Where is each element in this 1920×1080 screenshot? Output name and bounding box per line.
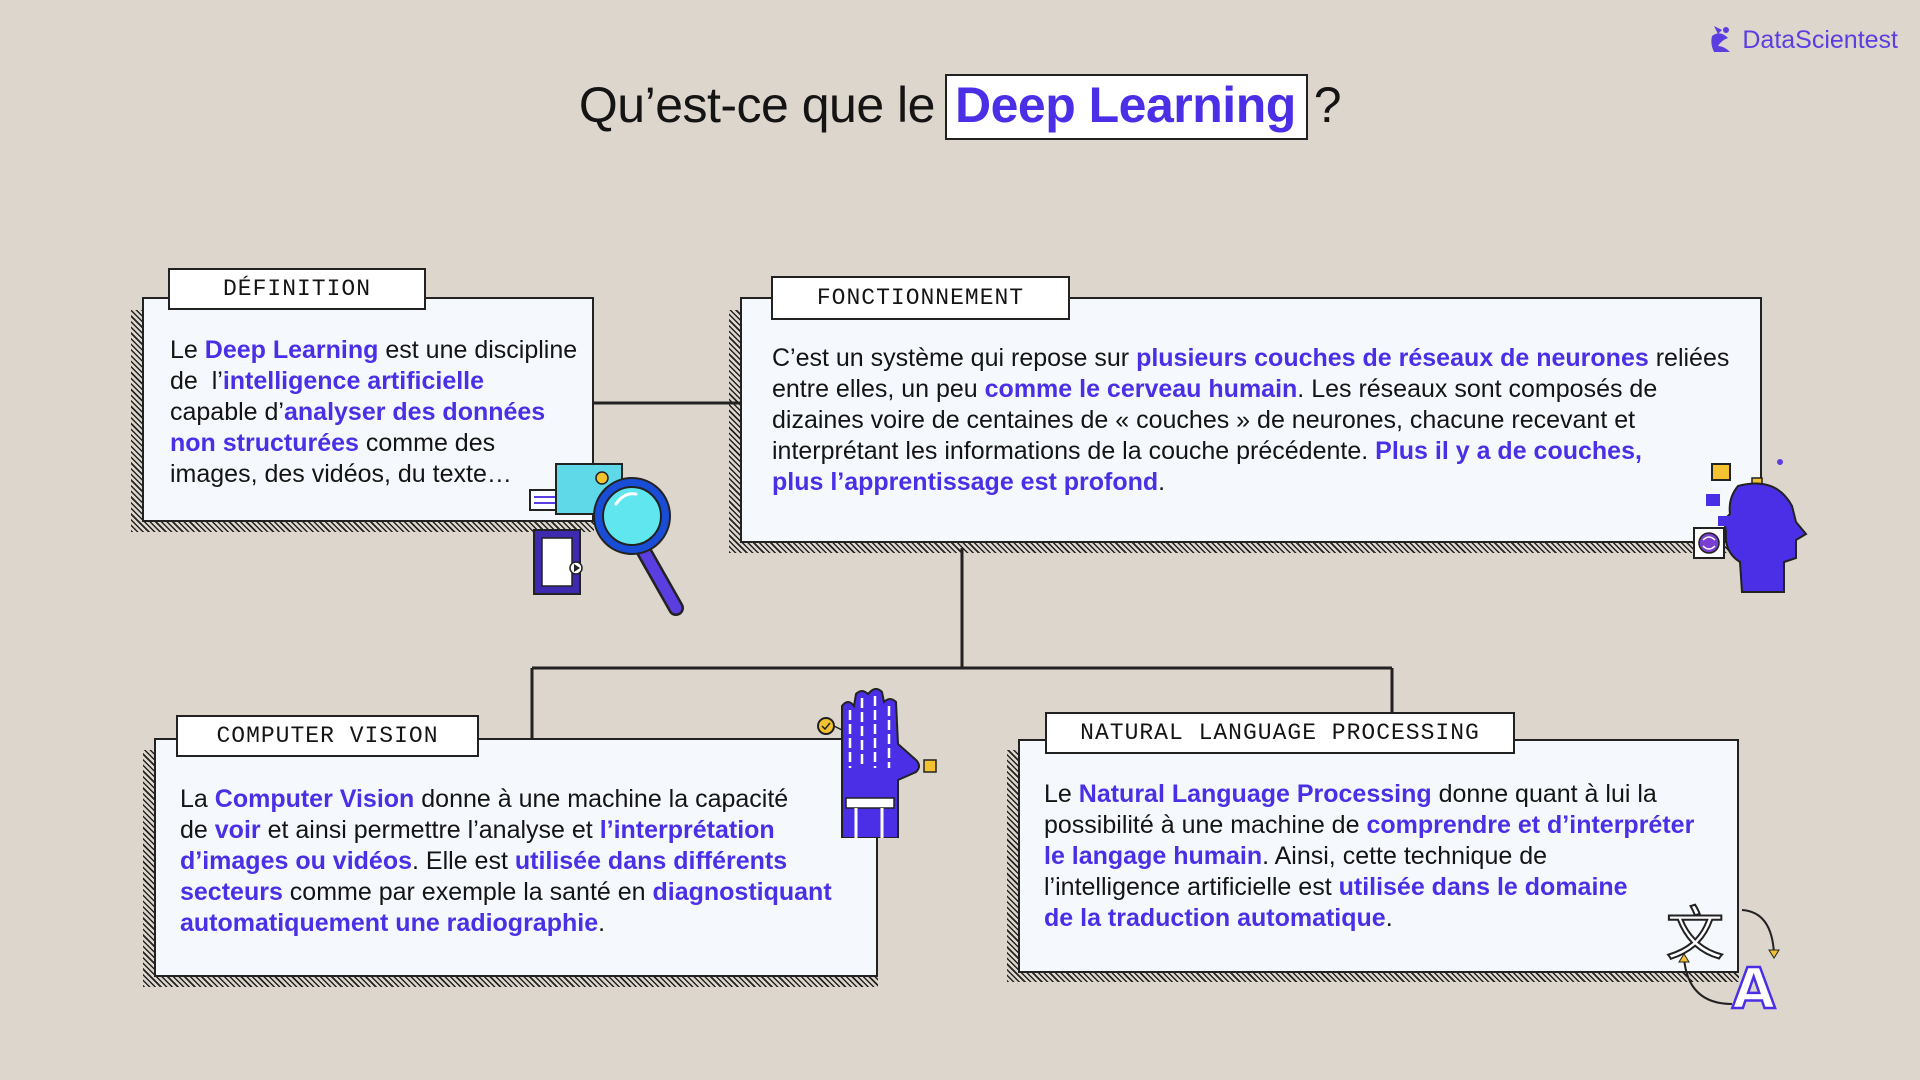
body-text: entre elles, un peu [772, 375, 985, 403]
highlight-text: intelligence artificielle [222, 367, 485, 395]
body-text: . [598, 909, 606, 937]
body-text: images, des vidéos, du texte… [170, 460, 512, 488]
highlight-text: Natural Language Processing [1078, 780, 1432, 808]
text-line: entre elles, un peu comme le cerveau hum… [772, 374, 1762, 405]
text-line: Le Natural Language Processing donne qua… [1044, 779, 1734, 810]
nlp-box: Le Natural Language Processing donne qua… [1018, 739, 1739, 973]
text-line: plus l’apprentissage est profond. [772, 467, 1762, 498]
body-text: C’est un système qui repose sur [772, 344, 1137, 372]
text-line: le langage humain. Ainsi, cette techniqu… [1044, 841, 1734, 872]
highlight-text: l’interprétation [599, 816, 775, 844]
title-highlight: Deep Learning [944, 74, 1308, 140]
text-line: Le Deep Learning est une discipline [170, 335, 590, 366]
text-line: l’intelligence artificielle est utilisée… [1044, 872, 1734, 903]
highlight-text: comprendre et d’interpréter [1366, 811, 1695, 839]
title-suffix: ? [1313, 77, 1342, 133]
text-line: secteurs comme par exemple la santé en d… [180, 877, 880, 908]
highlight-text: utilisée dans le domaine [1338, 873, 1628, 901]
brand-logo-icon [1711, 26, 1731, 52]
body-text: reliées [1648, 344, 1730, 372]
highlight-text: non structurées [170, 429, 359, 457]
ai-head-icon [1693, 459, 1808, 593]
body-text: comme par exemple la santé en [282, 878, 653, 906]
nlp-tag: NATURAL LANGUAGE PROCESSING [1045, 712, 1515, 754]
nlp-text: Le Natural Language Processing donne qua… [1044, 779, 1734, 934]
highlight-text: Computer Vision [214, 785, 415, 813]
highlight-text: plusieurs couches de réseaux de neurones [1136, 344, 1649, 372]
highlight-text: comme le cerveau humain [984, 375, 1298, 403]
text-line: de l’intelligence artificielle [170, 366, 590, 397]
text-line: d’images ou vidéos. Elle est utilisée da… [180, 846, 880, 877]
computer-vision-tag: COMPUTER VISION [176, 715, 479, 757]
body-text: interprétant les informations de la couc… [772, 437, 1376, 465]
highlight-text: analyser des données [283, 398, 546, 426]
magnifier-icon [529, 463, 684, 616]
computer-vision-box: La Computer Vision donne à une machine l… [154, 738, 878, 977]
body-text: La [180, 785, 215, 813]
brand-name: DataScientest [1742, 25, 1898, 54]
body-text: . Elle est [412, 847, 515, 875]
body-text: de [180, 816, 215, 844]
fonctionnement-box: C’est un système qui repose sur plusieur… [740, 297, 1762, 543]
body-text: donne quant à lui la [1431, 780, 1657, 808]
text-line: interprétant les informations de la couc… [772, 436, 1762, 467]
robot-hand-icon [817, 688, 937, 838]
highlight-text: utilisée dans différents [514, 847, 788, 875]
text-line: possibilité à une machine de comprendre … [1044, 810, 1734, 841]
highlight-text: Plus il y a de couches, [1375, 437, 1642, 465]
highlight-text: plus l’apprentissage est profond [772, 468, 1159, 496]
computer-vision-text: La Computer Vision donne à une machine l… [180, 784, 880, 939]
body-text: de l’ [170, 367, 223, 395]
body-text: . Ainsi, cette technique de [1262, 842, 1548, 870]
brand-logo[interactable]: DataScientest [1708, 24, 1898, 56]
text-line: de voir et ainsi permettre l’analyse et … [180, 815, 880, 846]
highlight-text: secteurs [180, 878, 283, 906]
title-prefix: Qu’est-ce que le [578, 77, 936, 133]
highlight-text: diagnostiquant [652, 878, 832, 906]
body-text: dizaines voire de centaines de « couches… [772, 406, 1636, 434]
definition-tag: DÉFINITION [168, 268, 426, 310]
fonctionnement-text: C’est un système qui repose sur plusieur… [772, 343, 1762, 498]
body-text: comme des [358, 429, 496, 457]
body-text: possibilité à une machine de [1044, 811, 1367, 839]
translate-icon: 文 A [1665, 899, 1780, 1012]
body-text: Le [1044, 780, 1079, 808]
highlight-text: le langage humain [1044, 842, 1263, 870]
text-line: dizaines voire de centaines de « couches… [772, 405, 1762, 436]
text-line: de la traduction automatique. [1044, 903, 1734, 934]
body-text: est une discipline [378, 336, 578, 364]
highlight-text: d’images ou vidéos [180, 847, 413, 875]
text-line: automatiquement une radiographie. [180, 908, 880, 939]
translate-source-glyph: 文 [1666, 900, 1724, 968]
highlight-text: de la traduction automatique [1044, 904, 1386, 932]
highlight-text: automatiquement une radiographie [180, 909, 599, 937]
text-line: non structurées comme des [170, 428, 590, 459]
fonctionnement-tag: FONCTIONNEMENT [771, 276, 1070, 320]
text-line: capable d’analyser des données [170, 397, 590, 428]
text-line: images, des vidéos, du texte… [170, 459, 590, 490]
text-line: C’est un système qui repose sur plusieur… [772, 343, 1762, 374]
highlight-text: Deep Learning [204, 336, 379, 364]
body-text: . Les réseaux sont composés de [1297, 375, 1658, 403]
body-text: . [1158, 468, 1166, 496]
body-text: Le [170, 336, 205, 364]
body-text: et ainsi permettre l’analyse et [260, 816, 600, 844]
body-text: donne à une machine la capacité [414, 785, 789, 813]
body-text: capable d’ [170, 398, 284, 426]
body-text: . [1385, 904, 1393, 932]
highlight-text: voir [214, 816, 261, 844]
body-text: l’intelligence artificielle est [1044, 873, 1339, 901]
translate-target-glyph: A [1732, 957, 1776, 1012]
text-line: La Computer Vision donne à une machine l… [180, 784, 880, 815]
